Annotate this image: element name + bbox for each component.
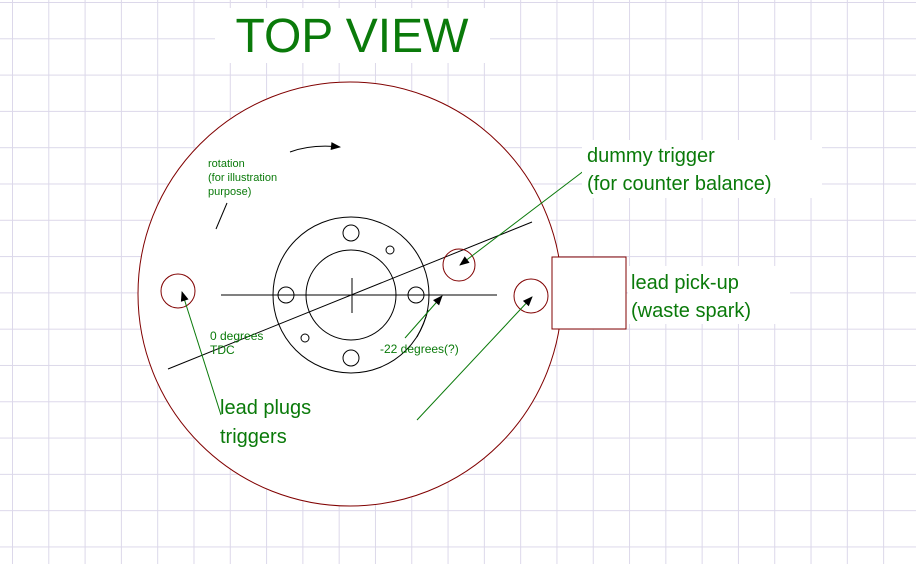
- pickup-arrow: [416, 296, 533, 421]
- minus22-arrow: [404, 295, 443, 339]
- minus22-label: -22 degrees(?): [380, 342, 459, 356]
- lead-plugs-arrow: [180, 291, 222, 416]
- pickup-label-background: [628, 266, 790, 324]
- trailing-trigger: [513, 278, 549, 314]
- bolt-hole: [342, 224, 360, 242]
- rotation-arc-fragment: [215, 202, 228, 230]
- small-hole: [300, 333, 310, 343]
- dummy-trigger: [442, 248, 476, 282]
- small-hole: [385, 245, 395, 255]
- lead-plugs-label: lead plugs triggers: [220, 397, 317, 448]
- dummy-trigger-label: dummy trigger (for counter balance): [587, 145, 772, 195]
- tdc-line: [167, 221, 533, 370]
- title-background: [215, 8, 490, 63]
- title: TOP VIEW: [236, 10, 470, 63]
- rotation-arrow: [289, 142, 341, 153]
- zero-degrees-label: 0 degrees TDC: [210, 329, 267, 357]
- lead-pickup-label: lead pick-up (waste spark): [631, 272, 751, 322]
- distributor-disc: [137, 81, 563, 507]
- pickup-box: [551, 256, 627, 330]
- dummy-trigger-arrow: [459, 169, 586, 266]
- bolt-hole: [342, 349, 360, 367]
- dummy-label-background: [582, 140, 822, 198]
- rotation-label: rotation (for illustration purpose): [208, 158, 280, 198]
- lead-plug-trigger: [160, 273, 196, 309]
